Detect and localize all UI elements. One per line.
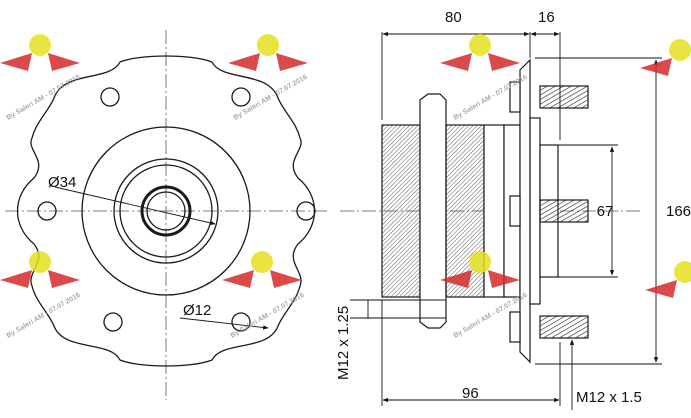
watermark-logo <box>440 34 520 71</box>
dimensions <box>350 31 662 410</box>
hub-middle-ring <box>113 158 219 264</box>
watermark-wing <box>222 270 254 288</box>
watermark-logo-group: By Saleri AM - 07.07.2016 By Saleri AM -… <box>0 34 691 340</box>
watermark-wing <box>48 270 80 288</box>
watermark-wing <box>0 270 32 288</box>
watermark-wing <box>488 270 520 288</box>
stud-head <box>509 81 521 113</box>
front-view <box>5 30 330 400</box>
watermark-badge <box>29 251 51 273</box>
watermark-text: By Saleri AM - 07.07.2016 <box>6 292 82 340</box>
watermark-logo <box>440 251 520 288</box>
bolt-hole <box>100 87 120 107</box>
watermark-wing <box>440 270 472 288</box>
watermark-wing <box>645 280 677 298</box>
watermark-badge <box>469 34 491 56</box>
wheel-stud <box>539 315 589 339</box>
flange-step <box>529 117 541 305</box>
wheel-stud <box>539 85 589 109</box>
bolt-hole <box>231 312 251 332</box>
wheel-flange <box>519 58 531 364</box>
mounting-flange <box>419 93 447 329</box>
bearing-seal <box>483 124 505 298</box>
stud-thread-label: M12 x 1.5 <box>576 389 642 406</box>
bolt-hole-leader-line <box>179 317 269 330</box>
watermark-wing <box>48 53 80 71</box>
bolt-hole <box>103 312 123 332</box>
watermark-wing <box>640 58 672 76</box>
side-view <box>340 58 640 364</box>
watermark-badge <box>257 34 279 56</box>
watermark-logo <box>0 34 80 71</box>
watermark-badge <box>251 251 273 273</box>
bolt-hole <box>296 201 316 221</box>
bore-diameter-label: Ø34 <box>48 174 76 191</box>
bolt-thread-label: M12 x 1.25 <box>335 306 352 380</box>
watermark-wing <box>488 53 520 71</box>
watermark-badge <box>469 251 491 273</box>
watermark-logo <box>222 251 302 288</box>
overall-dimension-label: 166 <box>666 203 691 220</box>
bolt-hole <box>231 87 251 107</box>
stud-head <box>509 195 521 227</box>
watermark-badge <box>674 261 691 283</box>
watermark-text: By Saleri AM - 07.07.2016 <box>230 292 306 340</box>
watermark-badge <box>669 39 691 61</box>
watermark-logo <box>228 34 308 71</box>
bore-inner <box>146 191 186 231</box>
watermark-logo <box>645 261 691 298</box>
watermark-wing <box>228 53 260 71</box>
watermark-text: By Saleri AM - 07.07.2016 <box>233 74 309 122</box>
hub-outer-ring <box>81 126 251 296</box>
bolt-hole <box>37 201 57 221</box>
flange-dimension-label: 16 <box>538 9 555 26</box>
flange-outline <box>16 55 316 367</box>
pcd-dimension-label: 67 <box>597 203 614 220</box>
watermark-logo <box>0 251 80 288</box>
bolt-hole-diameter-label: Ø12 <box>183 302 211 319</box>
watermark-wing <box>270 270 302 288</box>
watermark-wing <box>276 53 308 71</box>
watermark-logo <box>640 39 691 76</box>
bore-leader-line <box>54 186 216 226</box>
hub-inner-ring <box>119 164 213 258</box>
length-dimension-label: 96 <box>462 385 479 402</box>
wheel-stud <box>539 199 589 223</box>
watermark-wing <box>0 53 32 71</box>
width-dimension-label: 80 <box>445 9 462 26</box>
watermark-wing <box>440 53 472 71</box>
spline-bore <box>140 185 192 237</box>
bearing-outer-race <box>381 124 421 298</box>
watermark-badge <box>29 34 51 56</box>
stud-head <box>509 311 521 343</box>
